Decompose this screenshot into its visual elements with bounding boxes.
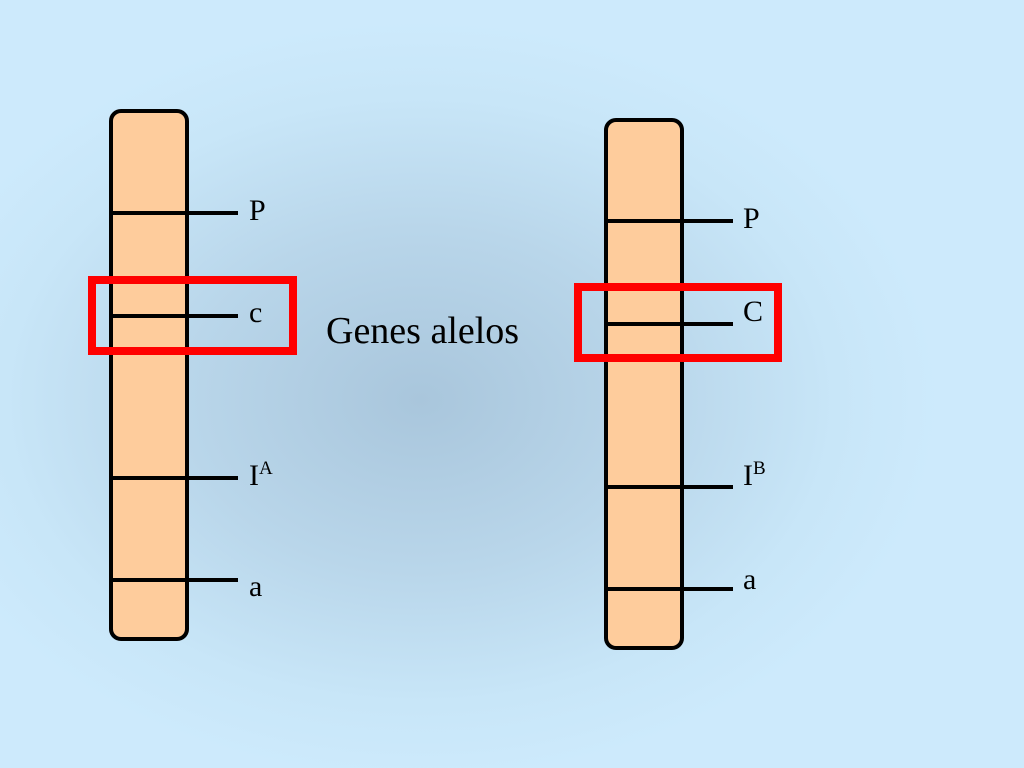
highlight-box-right: [574, 283, 782, 362]
highlight-box-left: [88, 276, 297, 355]
gene-label-left-p: P: [249, 194, 266, 227]
chromosome-right: [574, 118, 782, 650]
center-caption: Genes alelos: [326, 310, 520, 352]
gene-label-right-c: C: [743, 295, 764, 328]
gene-label-right-i: IB: [743, 458, 766, 492]
gene-label-right-p: P: [743, 202, 760, 235]
gene-label-right-a: a: [743, 563, 757, 596]
gene-label-left-a: a: [249, 570, 263, 603]
gene-label-left-i: IA: [249, 458, 273, 492]
gene-label-left-c: c: [249, 296, 263, 329]
chromosome-left-body: [109, 109, 189, 641]
chromosome-right-body: [604, 118, 684, 650]
chromosome-left: [88, 109, 297, 641]
